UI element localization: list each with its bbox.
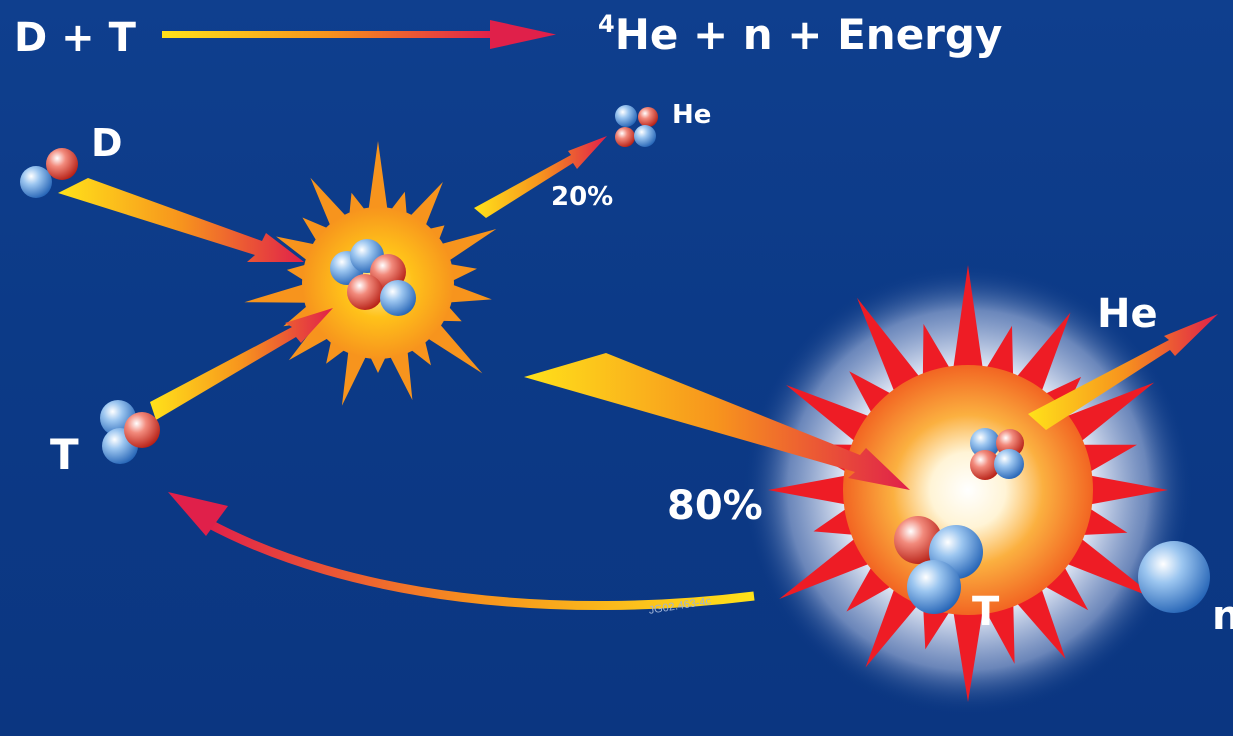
helium-large-particle (970, 428, 1024, 480)
helium-large-label: He (1097, 291, 1158, 337)
tritium-breeding-arc (168, 492, 755, 611)
tritium-particle (100, 400, 160, 464)
compound-nucleus-small (330, 239, 416, 316)
deuterium-incoming-arrow (58, 178, 304, 262)
equation-products: 4He + n + Energy (598, 12, 1002, 56)
tritium-right-particle (894, 516, 983, 614)
equation-arrow (162, 20, 556, 49)
neutron-label: n (1212, 593, 1233, 639)
mass-number-superscript: 4 (598, 10, 615, 38)
helium-small-particle (615, 105, 658, 147)
deuterium-label: D (91, 121, 123, 165)
helium-large-outgoing-arrow (1028, 314, 1218, 430)
percent-80-label: 80% (667, 483, 763, 529)
equation-reactants: D + T (14, 15, 136, 61)
equation-products-text: He + n + Energy (614, 10, 1003, 59)
helium-small-outgoing-arrow (474, 136, 607, 218)
neutron-particle (1138, 541, 1210, 613)
neutron-arrow-80 (524, 353, 910, 490)
tritium-right-label: T (972, 589, 1000, 635)
helium-small-label: He (672, 100, 712, 130)
tritium-incoming-arrow (150, 308, 333, 420)
percent-20-label: 20% (551, 182, 614, 212)
tritium-left-label: T (50, 430, 79, 479)
deuterium-particle (20, 148, 78, 198)
